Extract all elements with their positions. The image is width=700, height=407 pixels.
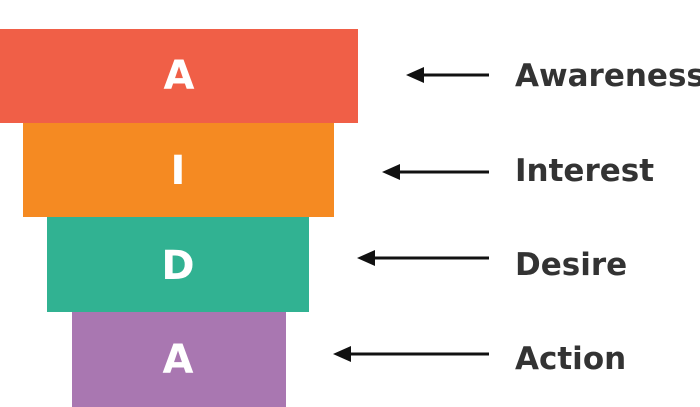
arrow-head-action	[333, 346, 351, 362]
funnel-bar-desire	[47, 217, 309, 312]
arrow-head-desire	[357, 250, 375, 266]
funnel-stage-awareness: A Awareness	[0, 29, 700, 123]
funnel-stage-action: A Action	[72, 312, 626, 407]
arrow-head-interest	[382, 164, 400, 180]
funnel-stage-interest: I Interest	[23, 123, 654, 217]
stage-label-action: Action	[515, 341, 626, 377]
funnel-bar-interest	[23, 123, 334, 217]
funnel-bar-awareness	[0, 29, 358, 123]
stage-label-interest: Interest	[515, 153, 654, 189]
funnel-bar-letter-action: A	[163, 337, 194, 383]
arrow-head-awareness	[406, 67, 424, 83]
funnel-stage-desire: D Desire	[47, 217, 627, 312]
funnel-bar-action	[72, 312, 286, 407]
funnel-bar-letter-awareness: A	[164, 53, 195, 99]
stage-label-awareness: Awareness	[515, 58, 700, 94]
stage-label-desire: Desire	[515, 247, 627, 283]
funnel-bar-letter-interest: I	[171, 148, 186, 194]
funnel-bar-letter-desire: D	[161, 243, 194, 289]
